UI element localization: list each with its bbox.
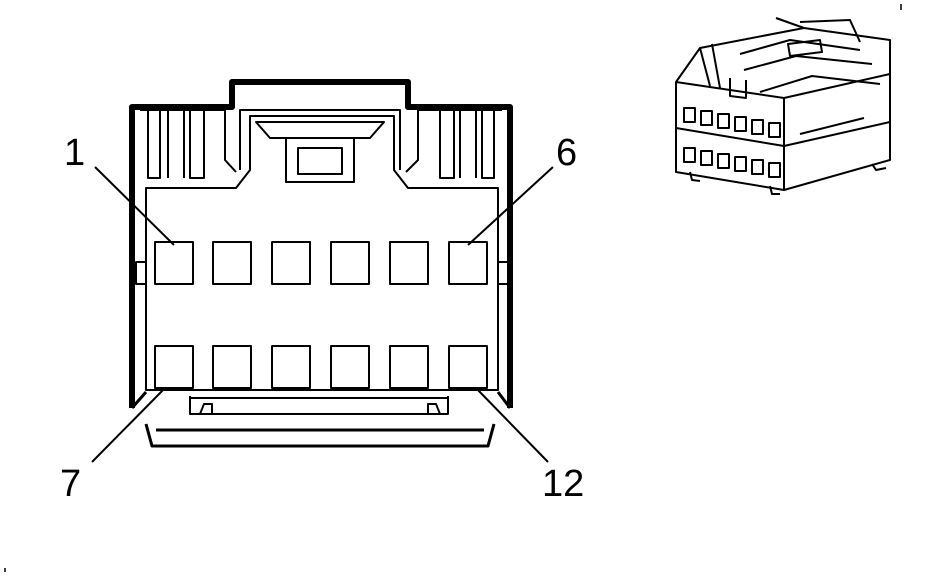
pin-cavity-2 (212, 241, 252, 285)
pin-cavity-6 (448, 241, 488, 285)
left-rib-1 (147, 110, 161, 179)
iso-mid-rib (675, 117, 891, 147)
iso-side-face (783, 73, 891, 191)
connector-body-outline (145, 115, 499, 391)
leader-line-pin-6 (467, 166, 554, 246)
iso-pin-row-bottom (683, 147, 781, 178)
left-side-notch (135, 261, 147, 285)
center-latch-inner (297, 147, 343, 175)
iso-pin (700, 110, 713, 126)
leader-line-pin-7 (91, 387, 166, 463)
left-rib-3 (189, 110, 205, 179)
bottom-right-tab (427, 396, 449, 415)
pin-label-1: 1 (64, 132, 85, 174)
iso-pin (751, 159, 764, 175)
iso-top-latch (729, 39, 823, 99)
iso-pin (734, 116, 747, 132)
connector-isometric-view (675, 17, 891, 195)
pin-row-bottom (154, 345, 488, 389)
bottom-skirt (144, 423, 496, 448)
pin-label-6: 6 (556, 132, 577, 174)
top-latch-hood (239, 109, 401, 170)
connector-face-view (91, 79, 554, 463)
bottom-lock-bar (190, 397, 448, 415)
connector-outer-shell (129, 79, 513, 408)
right-rib-1 (439, 110, 455, 179)
iso-pin (734, 156, 747, 172)
iso-pin-row-top (683, 107, 781, 138)
left-rib-top (140, 109, 237, 173)
right-rib-3 (481, 110, 495, 179)
iso-pin (717, 113, 730, 129)
pin-label-7: 7 (60, 463, 81, 505)
pin-cavity-9 (271, 345, 311, 389)
pin-label-12: 12 (542, 463, 584, 505)
iso-pin (683, 107, 696, 123)
pin-cavity-5 (389, 241, 429, 285)
iso-pin (768, 162, 781, 178)
pin-cavity-4 (330, 241, 370, 285)
center-latch (285, 138, 355, 183)
bottom-left-tab (189, 396, 213, 415)
pin-row-top (154, 241, 488, 285)
leader-line-pin-1 (94, 166, 175, 246)
right-side-notch (497, 261, 509, 285)
pin-cavity-1 (154, 241, 194, 285)
top-latch-inner (255, 121, 385, 139)
bottom-shell-corners (130, 391, 512, 409)
iso-pin (751, 119, 764, 135)
pin-cavity-11 (389, 345, 429, 389)
right-rib-top (405, 109, 502, 173)
pin-cavity-8 (212, 345, 252, 389)
iso-feet (689, 163, 887, 195)
iso-pin (700, 150, 713, 166)
pin-cavity-3 (271, 241, 311, 285)
pin-cavity-10 (330, 345, 370, 389)
pin-cavity-12 (448, 345, 488, 389)
right-rib-2 (459, 110, 477, 178)
iso-pin (683, 147, 696, 163)
left-rib-2 (167, 110, 185, 178)
leader-line-pin-12 (475, 387, 549, 463)
pin-cavity-7 (154, 345, 194, 389)
iso-pin (717, 153, 730, 169)
iso-pin (768, 122, 781, 138)
